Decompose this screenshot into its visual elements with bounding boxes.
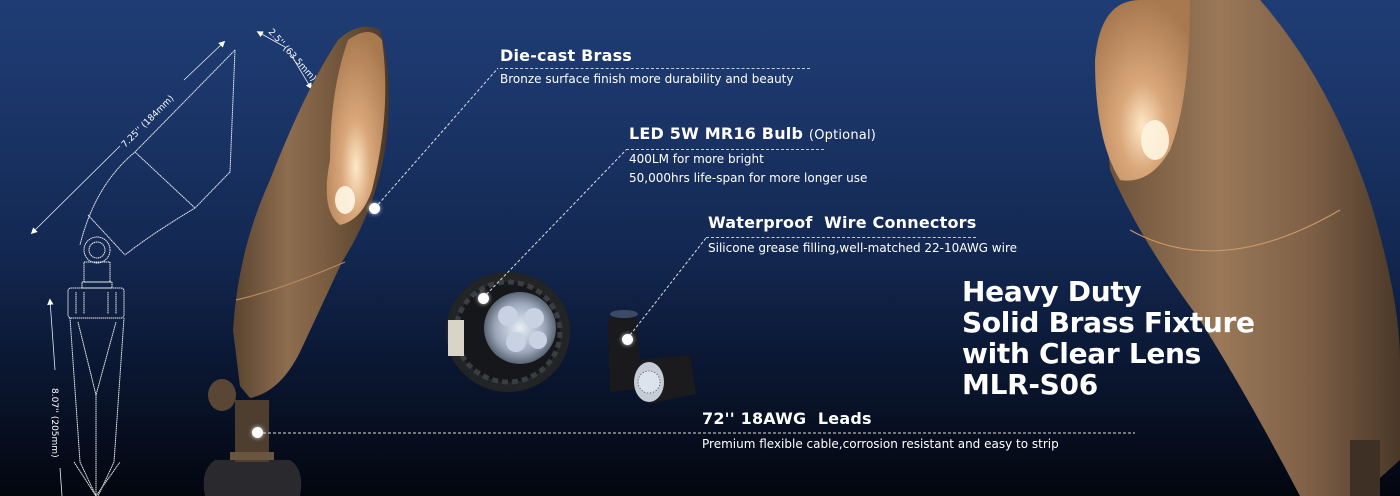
mr16-bulb-image: [446, 272, 570, 392]
feature-title-leads: 72'' 18AWG Leads: [702, 409, 872, 428]
feature-desc-led-bulb: 400LM for more bright 50,000hrs life-spa…: [629, 152, 868, 185]
dimension-width-label: 2.5'' (63.5mm): [266, 27, 318, 83]
callout-dot-brass: [369, 203, 380, 214]
headline-line: with Clear Lens: [962, 337, 1202, 370]
fixture-image-right: [1095, 0, 1400, 496]
feature-divider: [626, 149, 824, 150]
wire-connector-image: [608, 310, 696, 404]
callout-dot-connector: [622, 334, 633, 345]
feature-divider: [706, 237, 976, 238]
callout-dot-leads: [252, 427, 263, 438]
headline-line: Solid Brass Fixture: [962, 306, 1255, 339]
feature-desc-leads: Premium flexible cable,corrosion resista…: [702, 437, 1059, 451]
feature-title-led-bulb: LED 5W MR16 Bulb (Optional): [629, 124, 877, 143]
fixture-image-left: [203, 26, 389, 496]
dimension-length-label: 7.25'' (184mm): [120, 94, 176, 150]
model-number: MLR-S06: [962, 368, 1098, 401]
dimension-height-label: 8.07'' (205mm): [49, 388, 59, 458]
feature-desc-wire-connectors: Silicone grease filling,well-matched 22-…: [708, 241, 1017, 255]
headline-line: Heavy Duty: [962, 275, 1142, 308]
callout-dot-bulb: [478, 293, 489, 304]
optional-tag: (Optional): [808, 128, 877, 143]
product-headline: Heavy Duty Solid Brass Fixture with Clea…: [962, 276, 1255, 400]
feature-title-wire-connectors: Waterproof Wire Connectors: [708, 213, 977, 232]
feature-divider: [500, 68, 810, 69]
feature-title-die-cast-brass: Die-cast Brass: [500, 46, 633, 65]
feature-desc-die-cast-brass: Bronze surface finish more durability an…: [500, 72, 794, 86]
